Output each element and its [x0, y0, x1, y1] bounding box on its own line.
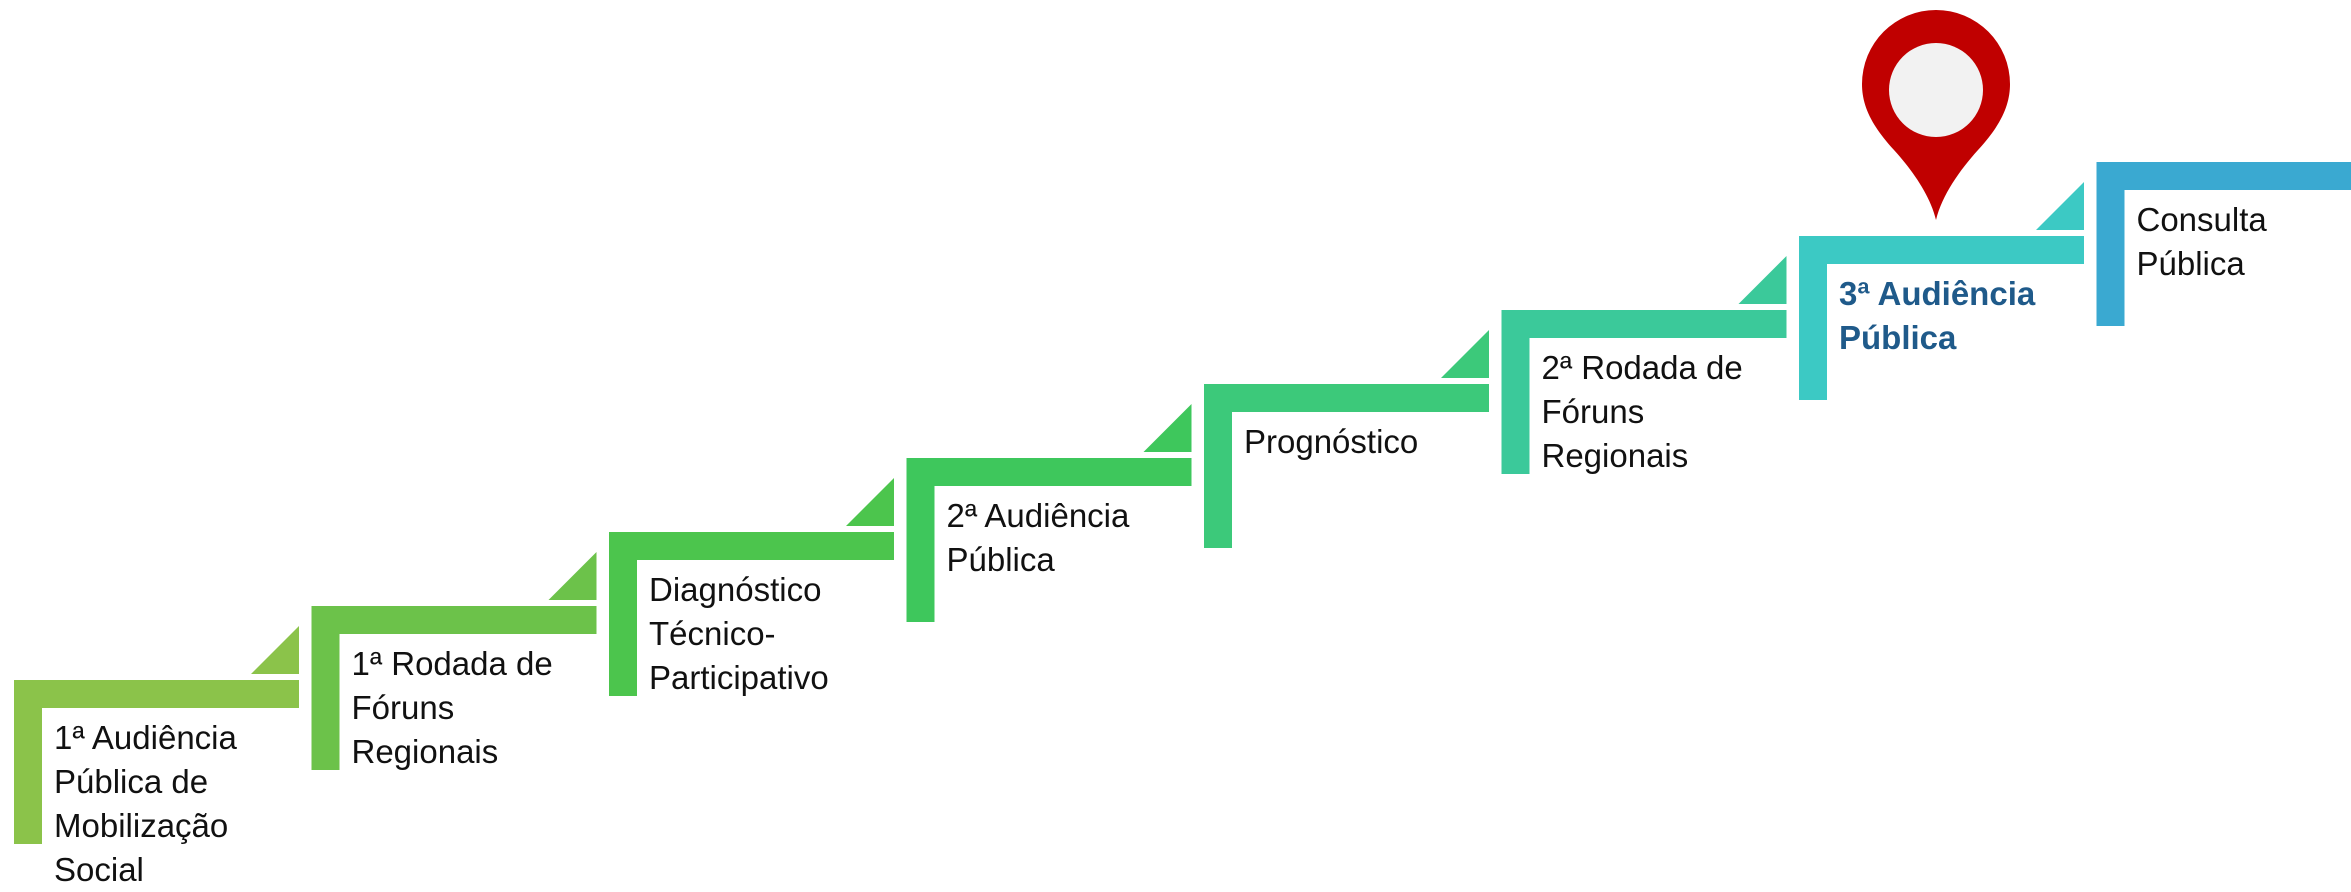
step-arrow-accent	[1739, 256, 1787, 304]
step-post	[1502, 310, 1530, 474]
step-arrow-accent	[251, 626, 299, 674]
step-bar	[312, 606, 597, 634]
step-arrow-accent	[549, 552, 597, 600]
step-post	[312, 606, 340, 770]
step-label-3: Diagnóstico Técnico- Participativo	[649, 568, 829, 700]
step-label-4: 2ª Audiência Pública	[947, 494, 1130, 582]
step-arrow-accent	[2036, 182, 2084, 230]
step-label-8: Consulta Pública	[2137, 198, 2267, 286]
step-label-5: Prognóstico	[1244, 420, 1418, 464]
step-post	[14, 680, 42, 844]
step-bar	[1502, 310, 1787, 338]
step-arrow-accent	[1441, 330, 1489, 378]
step-label-1: 1ª Audiência Pública de Mobilização Soci…	[54, 716, 237, 892]
step-label-6: 2ª Rodada de Fóruns Regionais	[1542, 346, 1743, 478]
step-bar	[14, 680, 299, 708]
step-label-7: 3ª Audiência Pública	[1839, 272, 2035, 360]
location-pin-icon	[1862, 10, 2010, 220]
step-post	[1204, 384, 1232, 548]
step-arrow-accent	[1144, 404, 1192, 452]
step-post	[1799, 236, 1827, 400]
step-post	[2097, 162, 2125, 326]
step-arrow-accent	[846, 478, 894, 526]
step-bar	[907, 458, 1192, 486]
location-pin-center	[1889, 43, 1983, 137]
step-label-2: 1ª Rodada de Fóruns Regionais	[352, 642, 553, 774]
step-bar	[1799, 236, 2084, 264]
step-post	[907, 458, 935, 622]
step-bar	[609, 532, 894, 560]
step-bar	[2097, 162, 2351, 190]
step-post	[609, 532, 637, 696]
step-bar	[1204, 384, 1489, 412]
